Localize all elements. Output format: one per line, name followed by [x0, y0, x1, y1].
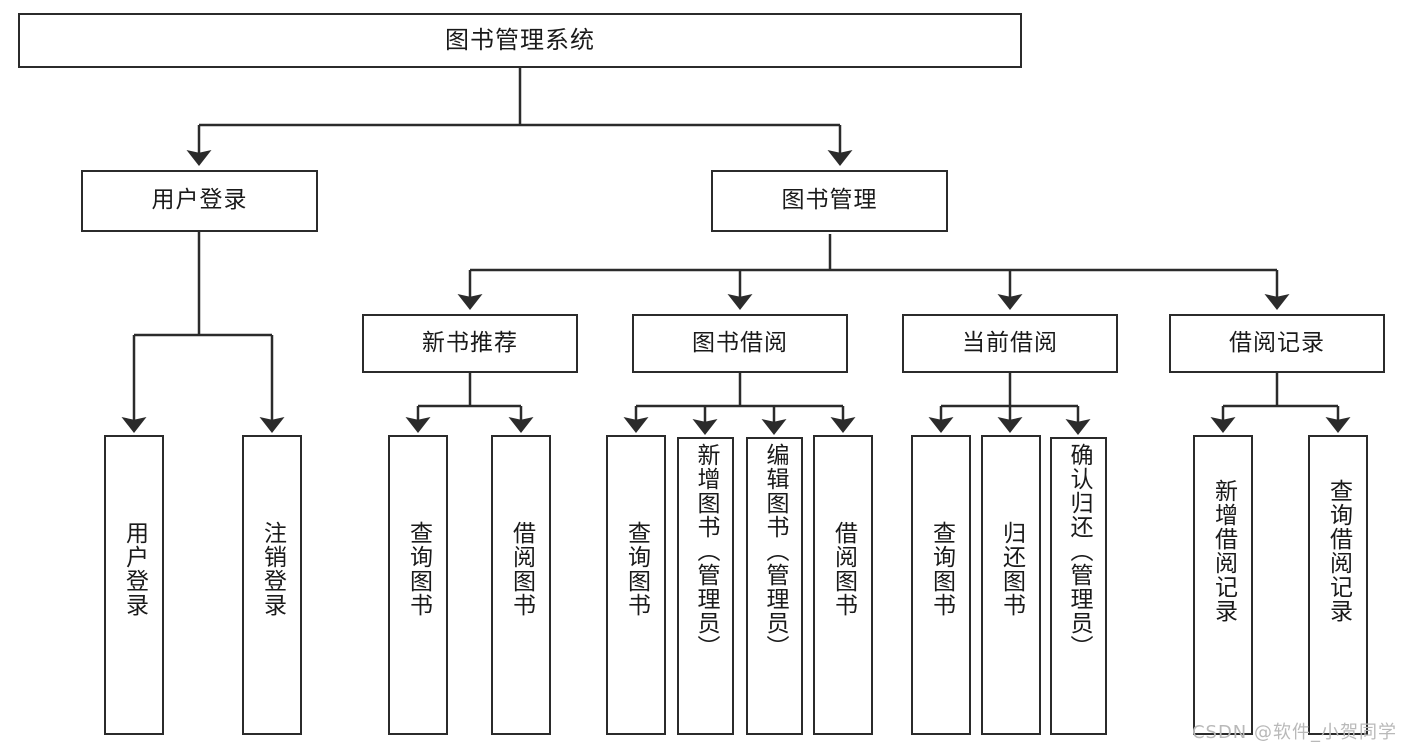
node-book-borrow[interactable]: 图书借阅	[632, 314, 848, 373]
node-new-book-rec[interactable]: 新书推荐	[362, 314, 578, 373]
leaf-edit-book[interactable]: 编辑图书（管理员）	[746, 437, 803, 735]
leaf-borrow-book-2[interactable]: 借阅图书	[813, 435, 873, 735]
node-label: 用户登录	[121, 521, 148, 617]
node-label: 查询图书	[405, 521, 432, 617]
node-label: 查询图书	[623, 521, 650, 617]
node-label: 确认归还（管理员）	[1065, 443, 1092, 659]
node-label: 用户登录	[151, 187, 248, 214]
leaf-user-logout[interactable]: 注销登录	[242, 435, 302, 735]
leaf-query-book-3[interactable]: 查询图书	[911, 435, 971, 735]
node-borrow-record[interactable]: 借阅记录	[1169, 314, 1385, 373]
node-label: 新增图书（管理员）	[692, 443, 719, 659]
node-user-login[interactable]: 用户登录	[81, 170, 318, 232]
node-root-system[interactable]: 图书管理系统	[18, 13, 1022, 68]
node-book-manage[interactable]: 图书管理	[711, 170, 948, 232]
node-label: 注销登录	[259, 521, 286, 617]
node-label: 图书管理	[781, 187, 878, 214]
node-label: 归还图书	[998, 521, 1025, 617]
node-label: 借阅图书	[508, 521, 535, 617]
leaf-query-book-2[interactable]: 查询图书	[606, 435, 666, 735]
leaf-return-book[interactable]: 归还图书	[981, 435, 1041, 735]
leaf-query-record[interactable]: 查询借阅记录	[1308, 435, 1368, 735]
csdn-watermark: CSDN @软件_小贺同学	[1191, 722, 1397, 743]
leaf-borrow-book-1[interactable]: 借阅图书	[491, 435, 551, 735]
leaf-add-record[interactable]: 新增借阅记录	[1193, 435, 1253, 735]
leaf-query-book-1[interactable]: 查询图书	[388, 435, 448, 735]
node-label: 图书借阅	[692, 329, 788, 356]
node-current-borrow[interactable]: 当前借阅	[902, 314, 1118, 373]
node-label: 新书推荐	[422, 329, 518, 356]
node-label: 借阅记录	[1229, 329, 1325, 356]
node-label: 图书管理系统	[445, 26, 595, 55]
node-label: 借阅图书	[830, 521, 857, 617]
node-label: 查询借阅记录	[1325, 479, 1352, 623]
node-label: 新增借阅记录	[1210, 479, 1237, 623]
node-label: 查询图书	[928, 521, 955, 617]
leaf-add-book[interactable]: 新增图书（管理员）	[677, 437, 734, 735]
leaf-confirm-return[interactable]: 确认归还（管理员）	[1050, 437, 1107, 735]
leaf-user-login[interactable]: 用户登录	[104, 435, 164, 735]
node-label: 编辑图书（管理员）	[761, 443, 788, 659]
node-label: 当前借阅	[962, 329, 1058, 356]
